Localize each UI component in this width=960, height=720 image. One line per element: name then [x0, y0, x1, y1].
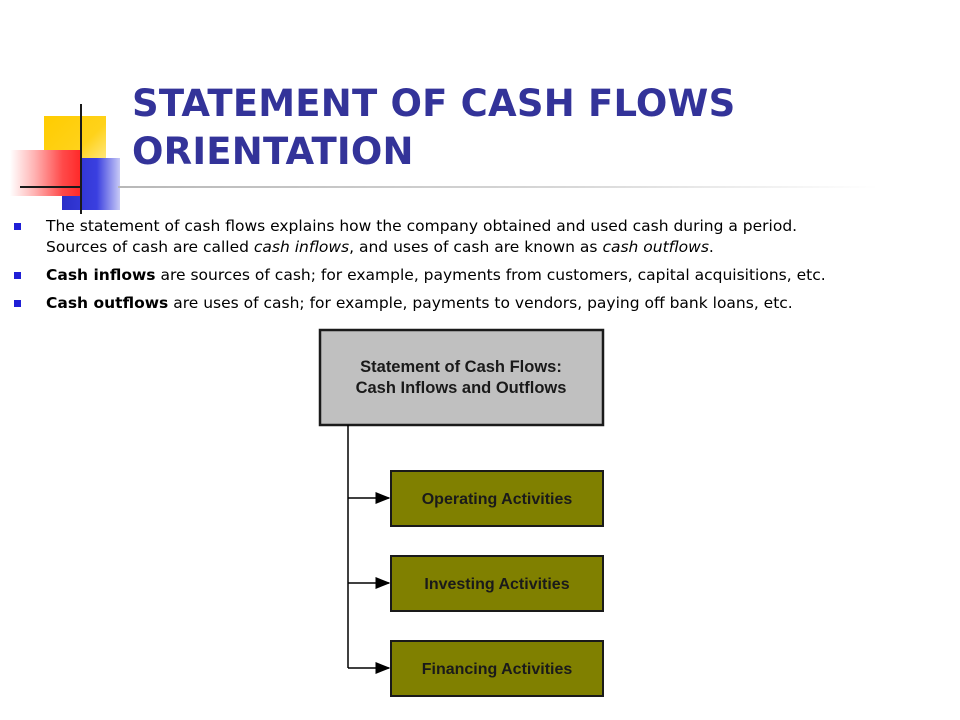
root-box-line-1: Statement of Cash Flows:: [360, 358, 562, 376]
bullet-text: Sources of cash are called: [46, 238, 254, 256]
root-box-line-2: Cash Inflows and Outflows: [356, 379, 567, 397]
bullet-item: The statement of cash flows explains how…: [14, 216, 944, 258]
decorative-horizontal-line: [20, 186, 80, 188]
label-financing-activities: Financing Activities: [422, 661, 573, 678]
box-financing-activities: [390, 640, 604, 697]
term-cash-inflows: cash inflows: [253, 238, 350, 256]
slide-title-line-2: ORIENTATION: [132, 130, 414, 173]
label-investing-activities: Investing Activities: [424, 576, 569, 593]
root-box: [318, 328, 605, 427]
bullet-list: The statement of cash flows explains how…: [14, 216, 944, 321]
title-underline: [118, 186, 878, 188]
bullet-text: are sources of cash; for example, paymen…: [155, 266, 826, 284]
bullet-bold-term: Cash outflows: [46, 294, 169, 312]
bullet-text-line-1: The statement of cash flows explains how…: [46, 217, 798, 235]
box-investing-activities: [390, 555, 604, 612]
bullet-text: .: [708, 238, 714, 256]
bullet-bold-term: Cash inflows: [46, 266, 156, 284]
bullet-text: , and uses of cash are known as: [349, 238, 603, 256]
bullet-item: Cash inflows are sources of cash; for ex…: [14, 265, 944, 286]
label-operating-activities: Operating Activities: [422, 491, 573, 508]
bullet-square-icon: [14, 223, 21, 230]
box-operating-activities: [390, 470, 604, 527]
slide-title-line-1: STATEMENT OF CASH FLOWS: [132, 82, 736, 125]
decorative-vertical-line: [80, 104, 82, 214]
bullet-square-icon: [14, 272, 21, 279]
decorative-red-square: [10, 150, 80, 196]
bullet-item: Cash outflows are uses of cash; for exam…: [14, 293, 944, 314]
bullet-square-icon: [14, 300, 21, 307]
term-cash-outflows: cash outflows: [602, 238, 709, 256]
slide-title: STATEMENT OF CASH FLOWS ORIENTATION: [132, 80, 912, 176]
bullet-text: are uses of cash; for example, payments …: [168, 294, 793, 312]
